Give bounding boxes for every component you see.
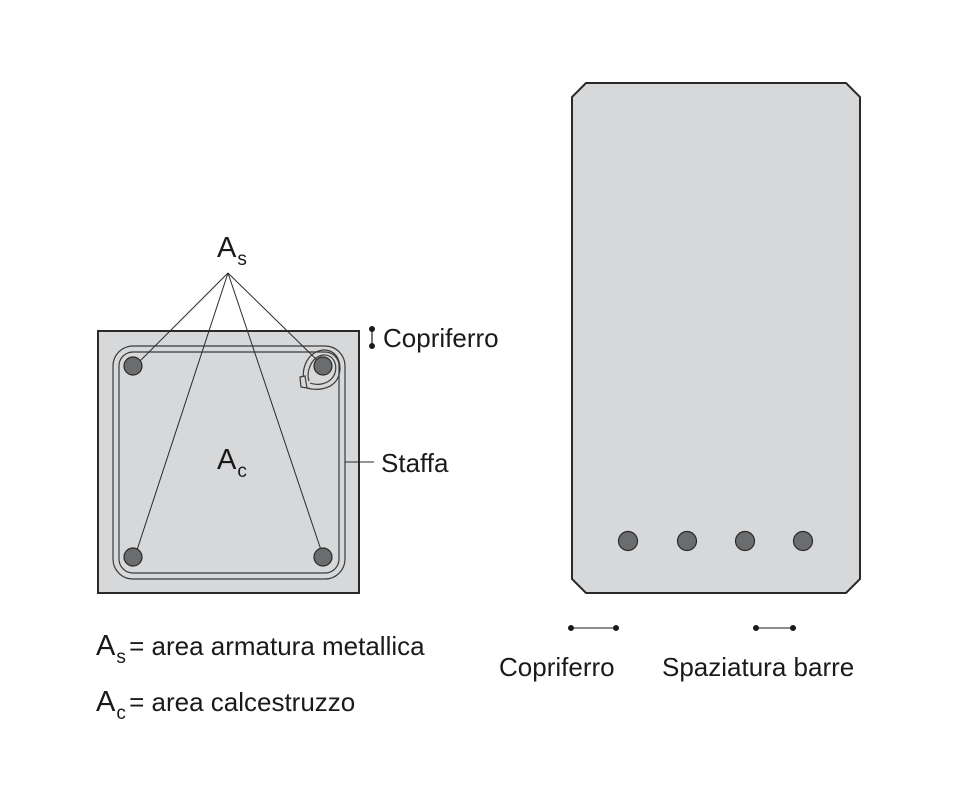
beam-cover-label: Copriferro <box>499 652 615 682</box>
steel-area-leader-lines <box>136 272 322 551</box>
stirrup-inner <box>118 351 340 574</box>
bar-spacing-dimension <box>753 625 796 631</box>
symbol-main: A <box>217 444 237 476</box>
symbol-main: A <box>96 686 116 718</box>
legend-text: = area calcestruzzo <box>129 687 356 717</box>
symbol-main: A <box>217 232 237 264</box>
rebar-top-left <box>123 356 143 376</box>
beam-rebar-1 <box>617 530 639 552</box>
rebar-top-right <box>313 356 333 376</box>
rebar-bottom-right <box>313 547 333 567</box>
symbol-subscript: c <box>116 703 126 724</box>
beam-rebar-3 <box>734 530 756 552</box>
rebar-bottom-left <box>123 547 143 567</box>
beam-rebar-4 <box>792 530 814 552</box>
beam-section <box>568 82 861 631</box>
symbol-subscript: s <box>116 647 126 668</box>
symbol-subscript: s <box>237 249 247 270</box>
symbol-subscript: c <box>237 461 247 482</box>
legend-concrete-area: Ac = area calcestruzzo <box>96 686 356 724</box>
column-cover-label: Copriferro <box>383 323 499 353</box>
cover-dimension-marker <box>369 326 375 349</box>
concrete-column-section <box>97 330 360 594</box>
symbol-main: A <box>96 630 116 662</box>
steel-area-symbol: As <box>217 232 247 270</box>
stirrup-label: Staffa <box>381 448 449 478</box>
beam-cover-dimension <box>568 625 619 631</box>
legend-text: = area armatura metallica <box>129 631 425 661</box>
beam-rebar-2 <box>676 530 698 552</box>
concrete-beam-section <box>571 82 861 594</box>
column-cross-section <box>97 272 375 594</box>
stirrup-hook <box>299 349 341 390</box>
concrete-area-symbol: Ac <box>217 444 247 482</box>
legend-steel-area: As = area armatura metallica <box>96 630 425 668</box>
bar-spacing-label: Spaziatura barre <box>662 652 855 682</box>
